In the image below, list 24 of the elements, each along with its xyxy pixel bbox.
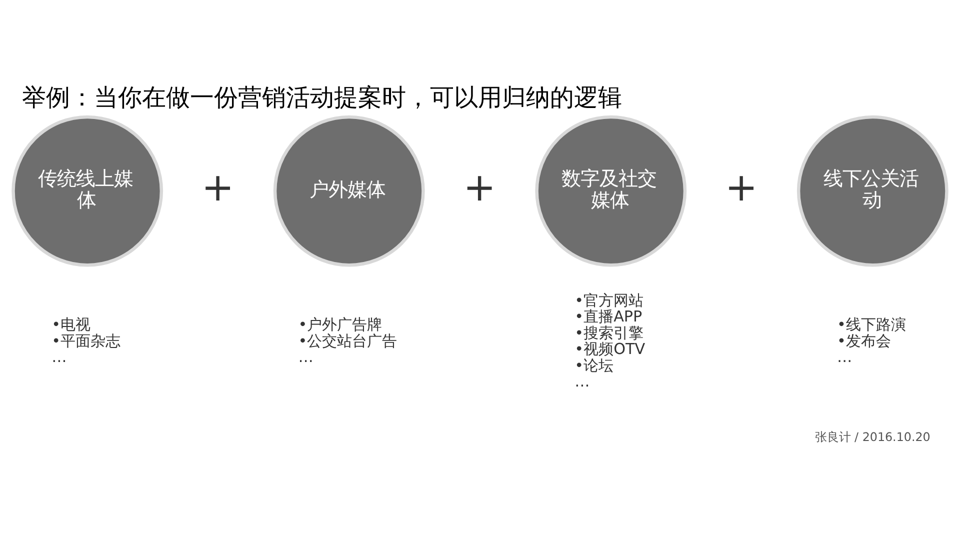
node-circle: 传统线上媒体	[12, 115, 164, 267]
node-label: …	[574, 372, 590, 390]
node-circle: 数字及社交媒体	[535, 115, 687, 267]
node-label: •直播APP	[574, 308, 642, 326]
node-label: …	[52, 348, 67, 366]
node-label: •论坛	[574, 356, 614, 374]
node-label: …	[298, 348, 314, 366]
node-label: …	[836, 348, 852, 366]
node-label: •平面杂志	[52, 332, 121, 350]
node-label: •电视	[52, 316, 91, 334]
node-label: •公交站台广告	[298, 332, 398, 350]
node-label: •视频OTV	[574, 340, 646, 358]
label: +	[725, 166, 758, 211]
node-circle: 线下公关活动	[796, 115, 948, 267]
label: +	[201, 166, 234, 211]
label: +	[463, 166, 496, 211]
diagram-title: 举例：当你在做一份营销活动提案时，可以用归纳的逻辑	[22, 84, 622, 112]
node-label: •搜索引擎	[574, 324, 644, 342]
node-label: •发布会	[836, 332, 891, 350]
node-label: •户外广告牌	[298, 316, 382, 334]
node-label: •官方网站	[574, 291, 644, 310]
node-circle: 户外媒体	[273, 115, 425, 267]
node-label: •线下路演	[836, 316, 906, 334]
label: 张良计 / 2016.10.20	[814, 430, 930, 444]
